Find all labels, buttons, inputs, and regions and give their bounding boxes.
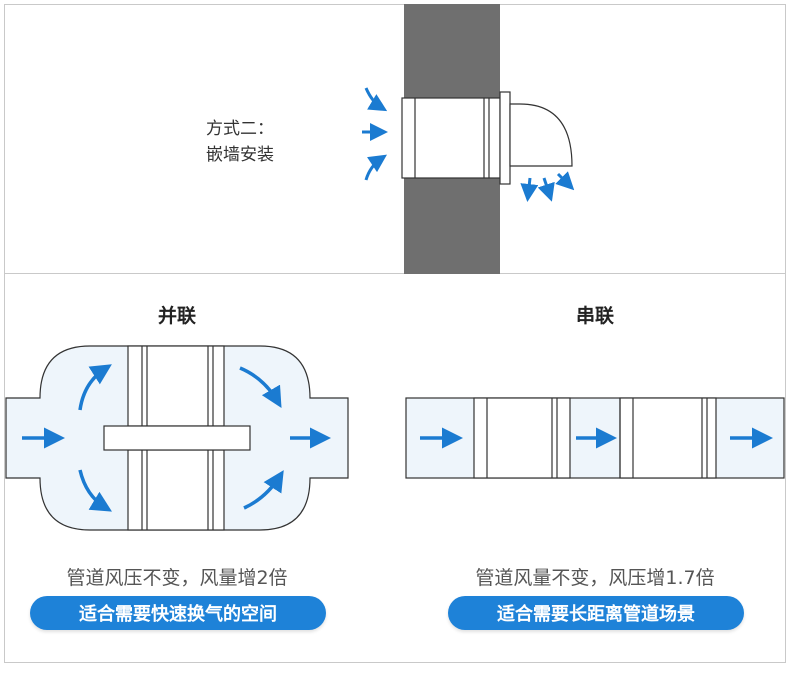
series-title: 串联 [575, 305, 615, 327]
bottom-panel [4, 273, 786, 663]
method-subtitle: 嵌墙安装 [206, 145, 274, 165]
parallel-pill: 适合需要快速换气的空间 [30, 596, 326, 630]
parallel-divider [103, 425, 251, 451]
series-fan-1 [473, 397, 571, 479]
elbow-hood [509, 103, 573, 167]
parallel-title: 并联 [157, 305, 197, 327]
method-title: 方式二： [206, 119, 274, 139]
arrow-icon [520, 171, 575, 202]
series-pill: 适合需要长距离管道场景 [448, 596, 744, 630]
wall-fan-body [401, 97, 501, 179]
arrow-icon [362, 87, 388, 181]
series-fan-2 [619, 397, 717, 479]
parallel-caption: 管道风压不变，风量增2倍 [66, 567, 288, 589]
arrow-icon [22, 364, 331, 512]
series-caption: 管道风量不变，风压增1.7倍 [475, 567, 715, 589]
wall-flange [499, 91, 511, 185]
